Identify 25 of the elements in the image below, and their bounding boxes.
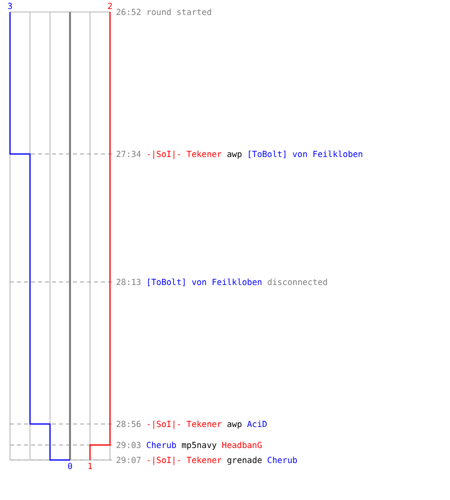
player-count-label: 3 [8, 1, 13, 11]
player-name: -|SoI|- Tekener [146, 149, 222, 159]
player-name: Cherub [267, 455, 298, 465]
event-text: disconnected [267, 277, 328, 287]
player-name: [ToBolt] von Feilkloben [146, 277, 262, 287]
event-time: 29:07 [116, 455, 142, 465]
weapon-name: awp [226, 149, 242, 159]
player-name: -|SoI|- Tekener [146, 455, 222, 465]
player-count-label: 1 [88, 461, 93, 471]
event-time: 27:34 [116, 149, 142, 159]
weapon-name: mp5navy [181, 440, 217, 450]
event-time: 28:56 [116, 419, 142, 429]
player-name: -|SoI|- Tekener [146, 419, 222, 429]
event-time: 29:03 [116, 440, 142, 450]
player-name: Cherub [146, 440, 176, 450]
player-name: HeadbanG [222, 440, 262, 450]
player-count-label: 2 [108, 1, 113, 11]
weapon-name: awp [226, 419, 242, 429]
event-text: round started [146, 7, 212, 17]
event-time: 28:13 [116, 277, 142, 287]
weapon-name: grenade [226, 455, 262, 465]
player-name: [ToBolt] von Feilkloben [247, 149, 363, 159]
player-count-label: 0 [68, 461, 73, 471]
event-time: 26:52 [116, 7, 142, 17]
player-name: AciD [247, 419, 268, 429]
